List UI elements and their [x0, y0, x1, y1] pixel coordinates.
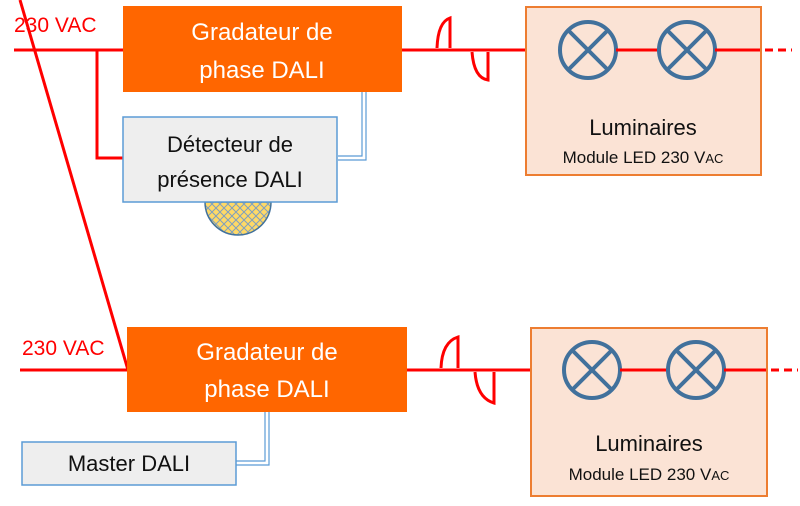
- luminaires-subtitle: Module LED 230 VAC: [563, 148, 724, 167]
- detector-label-line1: Détecteur de: [167, 132, 293, 157]
- dimmer-label-line2: phase DALI: [204, 376, 329, 403]
- master-label: Master DALI: [68, 451, 190, 476]
- supply-label: 230 VAC: [14, 14, 97, 37]
- luminaires-title: Luminaires: [589, 115, 697, 140]
- phase-cut-waveform-icon: [439, 334, 460, 369]
- dimmer-label-line1: Gradateur de: [196, 339, 337, 366]
- supply-label: 230 VAC: [22, 337, 105, 360]
- diagram-master: 230 VAC Gradateur de phase DALI Master D…: [18, 0, 798, 497]
- dali-bus-line: [338, 92, 363, 157]
- detector-label-line2: présence DALI: [157, 167, 303, 192]
- master-dali-box: [21, 441, 237, 486]
- dimmer-box: [127, 327, 407, 412]
- dimmer-label-line2: phase DALI: [199, 57, 324, 84]
- dali-bus-line: [236, 412, 266, 462]
- presence-detector-box: [122, 116, 338, 203]
- dimmer-box: [123, 6, 402, 92]
- sensor-dome-icon: [204, 201, 272, 236]
- detector-supply-wire: [95, 50, 124, 160]
- diagram-presence-detector: 230 VAC Gradateur de phase DALI Détecteu…: [14, 6, 792, 236]
- luminaires-title: Luminaires: [595, 431, 703, 456]
- phase-cut-waveform-icon: [435, 15, 452, 49]
- dimmer-label-line1: Gradateur de: [191, 19, 332, 46]
- luminaires-subtitle: Module LED 230 VAC: [569, 465, 730, 484]
- luminaires-box: [530, 327, 768, 497]
